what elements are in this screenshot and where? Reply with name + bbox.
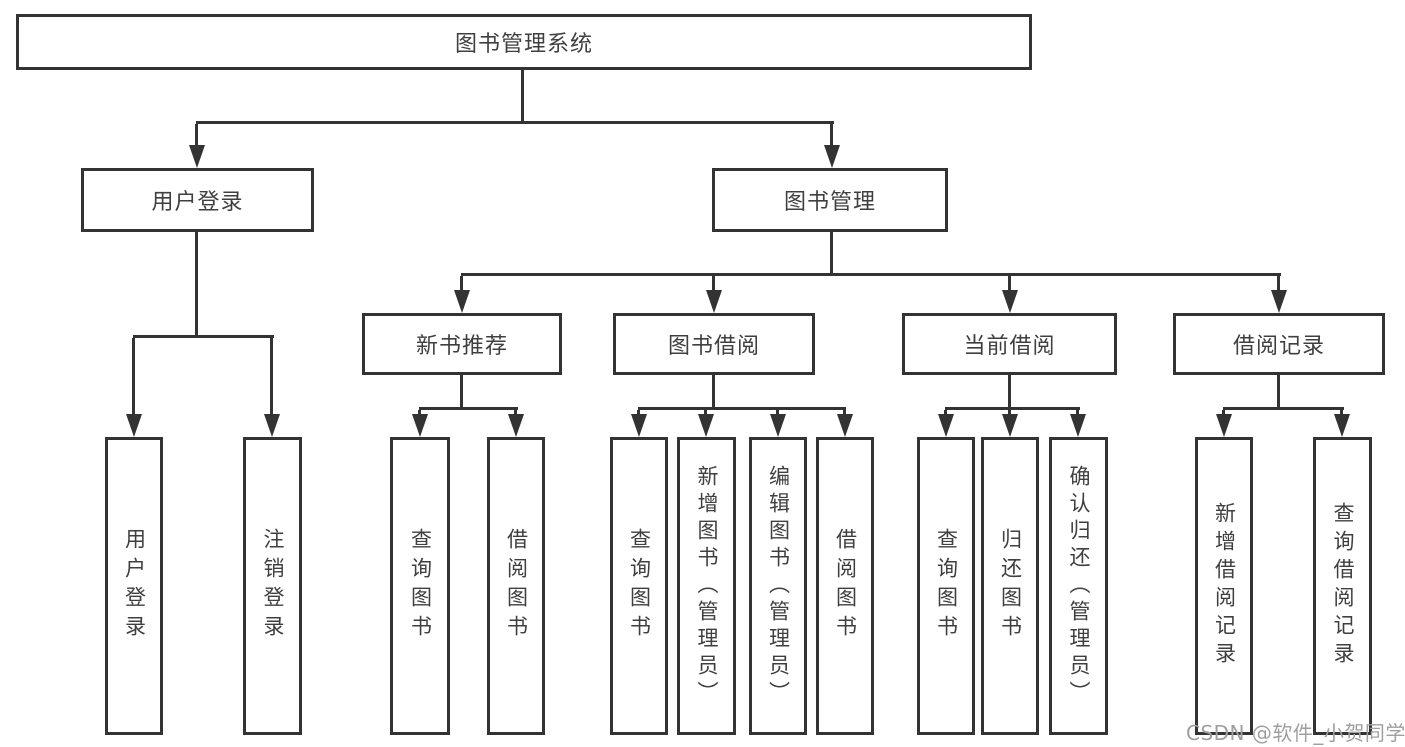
leaf-label: 归还图书 [998,528,1023,644]
leaf-label: 借阅图书 [833,528,858,644]
leaf-edit-books-admin: 编辑图书（管理员） [749,437,807,735]
leaf-label: 新增图书（管理员） [695,464,719,708]
leaf-query-books-borrow: 查询图书 [610,437,668,735]
connector-records-bar [1223,407,1344,410]
node-user-login: 用户登录 [81,168,314,232]
connector-recommend-bar [419,407,518,410]
connector-borrow-drop-4 [843,410,846,416]
node-current-borrow-label: 当前借阅 [963,334,1056,359]
connector-root-trunk [521,70,524,123]
leaf-label: 新增借阅记录 [1212,502,1237,670]
node-borrow-records: 借阅记录 [1173,313,1385,375]
arrow-down-icon [189,145,205,168]
leaf-label: 用户登录 [122,528,147,644]
leaf-add-books-admin: 新增图书（管理员） [677,437,736,735]
connector-current-drop-2 [1008,410,1011,416]
connector-records-trunk [1277,375,1280,409]
leaf-label: 编辑图书（管理员） [766,464,791,708]
leaf-label: 注销登录 [261,528,285,644]
connector-current-drop-3 [1076,410,1079,416]
connector-root-drop-left [195,124,198,148]
arrow-down-icon [126,414,142,437]
connector-bookmgmt-trunk [830,232,833,276]
connector-userlogin-bar [133,335,274,338]
connector-root-bar [196,121,834,124]
node-new-book-recommend: 新书推荐 [362,313,562,375]
leaf-label: 借阅图书 [504,528,529,644]
arrow-down-icon [698,414,714,437]
node-root: 图书管理系统 [16,14,1032,70]
arrow-down-icon [264,414,280,437]
connector-records-drop-1 [1222,410,1225,416]
csdn-watermark: CSDN @软件_小贺同学 [1186,721,1405,745]
node-current-borrow: 当前借阅 [902,313,1117,375]
connector-borrow-trunk [712,375,715,409]
connector-borrow-bar [638,407,846,410]
connector-records-drop-2 [1340,410,1343,416]
arrow-down-icon [1002,414,1018,437]
arrow-down-icon [412,414,428,437]
arrow-down-icon [508,414,524,437]
arrow-down-icon [631,414,647,437]
node-book-management: 图书管理 [712,168,948,232]
node-borrow-records-label: 借阅记录 [1232,334,1325,359]
node-book-management-label: 图书管理 [783,190,876,215]
leaf-add-borrow-record: 新增借阅记录 [1195,437,1253,735]
connector-l3-drop-4 [1277,276,1280,292]
leaf-borrow-books: 借阅图书 [816,437,874,735]
connector-borrow-drop-2 [704,410,707,416]
node-new-book-recommend-label: 新书推荐 [415,334,508,359]
connector-borrow-drop-3 [776,410,779,416]
leaf-query-books-current: 查询图书 [917,437,975,735]
connector-l3-drop-2 [712,276,715,292]
arrow-down-icon [1271,290,1287,313]
arrow-down-icon [837,414,853,437]
arrow-down-icon [770,414,786,437]
connector-root-drop-right [830,124,833,148]
arrow-down-icon [938,414,954,437]
connector-recommend-drop-2 [514,410,517,416]
arrow-down-icon [1216,414,1232,437]
connector-userlogin-trunk [195,232,198,338]
leaf-user-login: 用户登录 [105,437,163,735]
connector-recommend-trunk [460,375,463,409]
leaf-logout: 注销登录 [243,437,302,735]
leaf-label: 查询图书 [934,528,959,644]
leaf-label: 查询借阅记录 [1331,502,1355,670]
leaf-label: 查询图书 [627,528,652,644]
node-root-label: 图书管理系统 [454,32,593,57]
node-book-borrow: 图书借阅 [613,313,815,375]
leaf-borrow-books-recommend: 借阅图书 [487,437,545,735]
leaf-label: 查询图书 [408,528,433,644]
connector-l3-drop-1 [460,276,463,292]
arrow-down-icon [454,290,470,313]
connector-l3-drop-3 [1008,276,1011,292]
connector-userlogin-drop-2 [270,338,273,416]
connector-userlogin-drop-1 [132,338,135,416]
leaf-label: 确认归还（管理员） [1067,464,1091,708]
leaf-query-books-recommend: 查询图书 [390,437,450,735]
connector-current-drop-1 [944,410,947,416]
connector-current-bar [945,407,1080,410]
connector-bookmgmt-bar [461,273,1281,276]
arrow-down-icon [1070,414,1086,437]
arrow-down-icon [1002,290,1018,313]
node-book-borrow-label: 图书借阅 [667,334,760,359]
connector-current-trunk [1008,375,1011,409]
arrow-down-icon [706,290,722,313]
arrow-down-icon [824,145,840,168]
leaf-confirm-return-admin: 确认归还（管理员） [1049,437,1108,735]
arrow-down-icon [1334,414,1350,437]
connector-recommend-drop-1 [418,410,421,416]
leaf-return-books: 归还图书 [981,437,1039,735]
node-user-login-label: 用户登录 [151,190,244,215]
leaf-query-borrow-record: 查询借阅记录 [1313,437,1372,735]
connector-borrow-drop-1 [637,410,640,416]
